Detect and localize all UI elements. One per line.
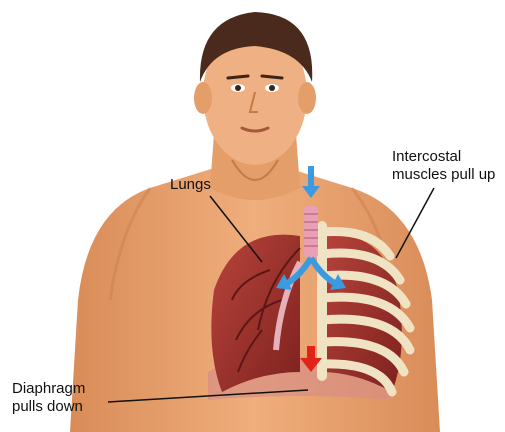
intercostal-label-line-1: Intercostal: [392, 148, 495, 166]
intercostal-label: Intercostal muscles pull up: [392, 148, 495, 184]
intercostal-label-line-2: muscles pull up: [392, 166, 495, 184]
left-ear: [194, 82, 212, 114]
right-ear: [298, 82, 316, 114]
lungs-label: Lungs: [170, 176, 211, 194]
diaphragm-label-line-1: Diaphragm: [12, 380, 85, 398]
diaphragm-label: Diaphragm pulls down: [12, 380, 85, 416]
diaphragm-label-line-2: pulls down: [12, 398, 85, 416]
